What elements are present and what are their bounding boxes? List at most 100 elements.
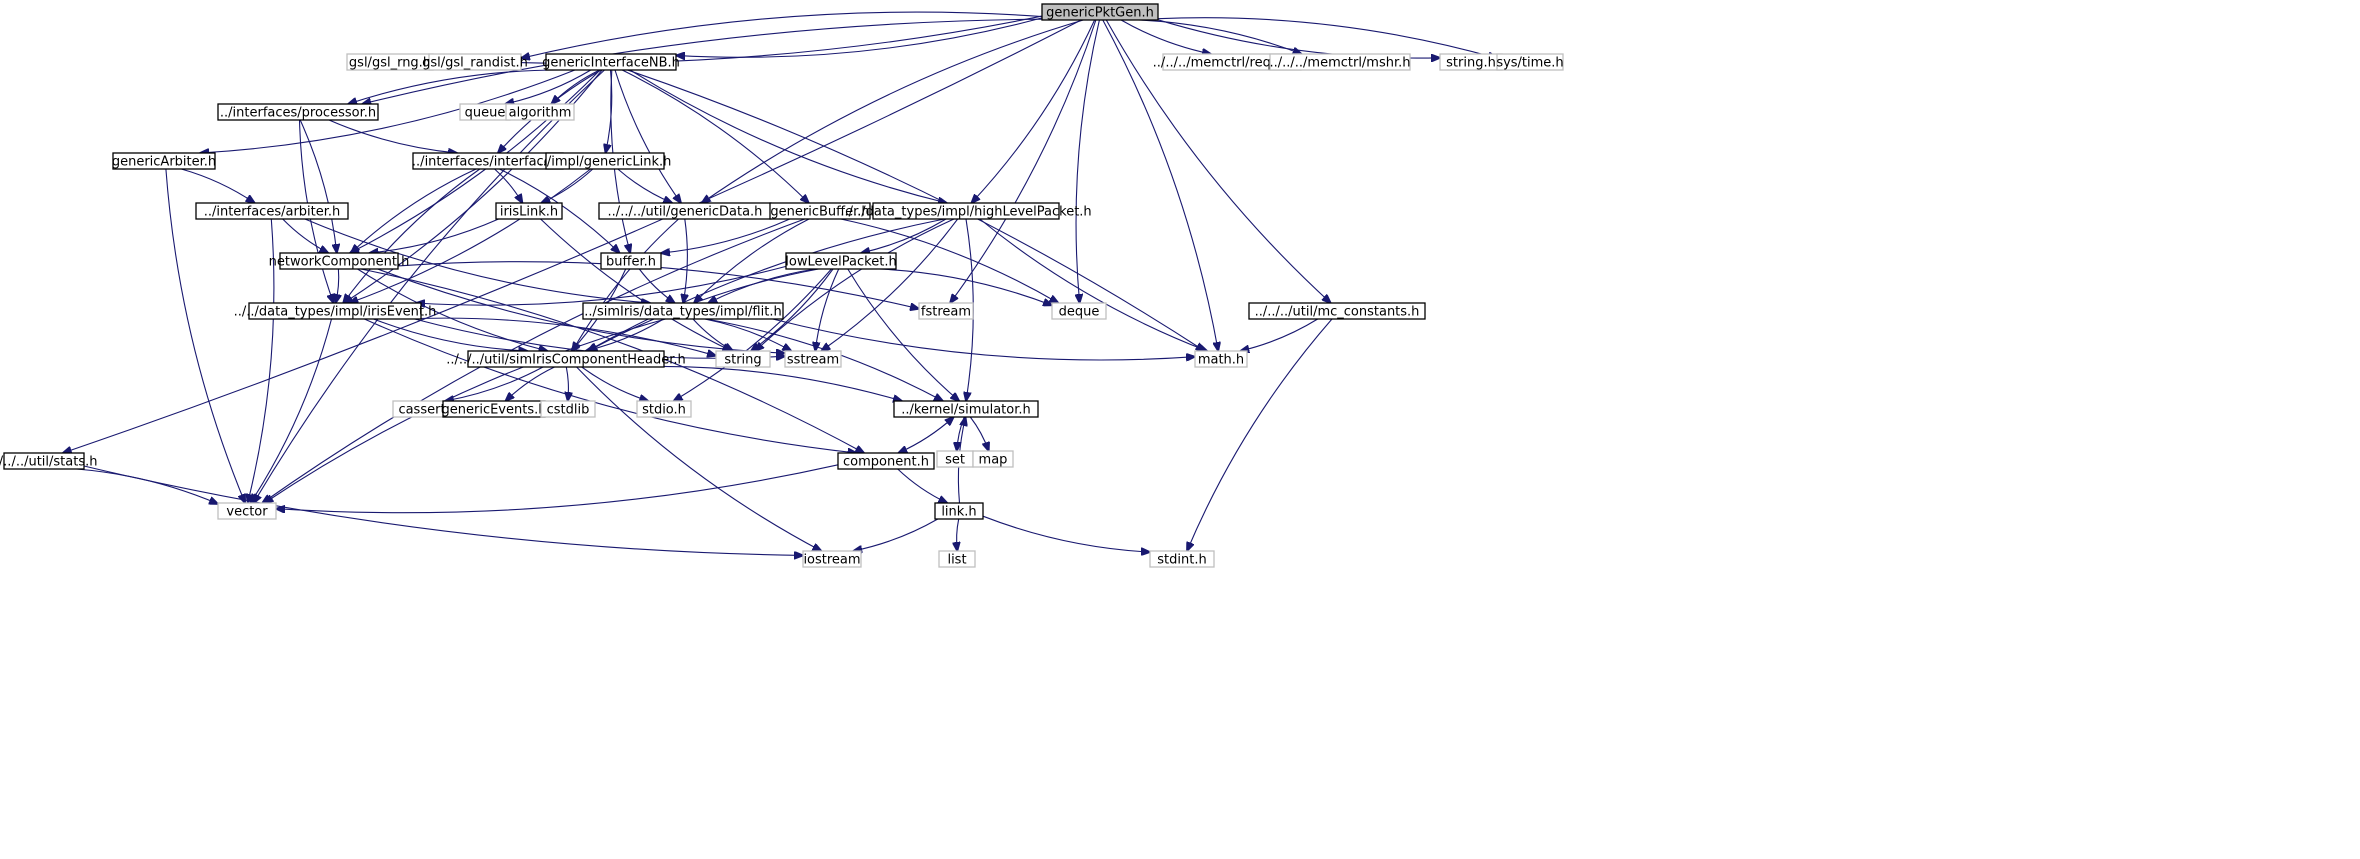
node-flit[interactable]: ../simIris/data_types/impl/flit.h	[582, 302, 784, 320]
edge-highLevelPacket-to-sstream	[821, 218, 959, 351]
edge-genericInterfaceNB-to-genericBuffer	[621, 69, 809, 203]
edge-lowLevelPacket-to-deque	[879, 268, 1052, 305]
node-box	[545, 152, 665, 170]
node-box	[893, 400, 1039, 418]
node-arbiter[interactable]: ../interfaces/arbiter.h	[195, 202, 349, 220]
node-algorithm: algorithm	[505, 103, 575, 121]
node-label: ../interfaces/arbiter.h	[204, 205, 341, 220]
node-label: algorithm	[509, 106, 572, 121]
node-gsl_rng: gsl/gsl_rng.h	[346, 53, 434, 71]
node-box	[1149, 550, 1215, 568]
node-label: genericPktGen.h	[1046, 6, 1154, 21]
edge-highLevelPacket-to-math	[979, 218, 1207, 351]
edge-buffer-to-flit	[638, 268, 674, 303]
edge-genericPktGen-to-string_h	[1157, 19, 1440, 58]
node-label: ../interfaces/processor.h	[220, 106, 376, 121]
edge-link-to-list	[957, 518, 959, 551]
edge-arbiter-to-networkComponent	[282, 218, 329, 253]
edge-genericPktGen-to-mc_constants	[1105, 19, 1330, 303]
node-processor[interactable]: ../interfaces/processor.h	[217, 103, 379, 121]
edge-link-to-iostream	[853, 518, 939, 551]
node-genericEvents[interactable]: genericEvents.h	[442, 400, 547, 418]
node-highLevelPacket[interactable]: ../../data_types/impl/highLevelPacket.h	[840, 202, 1092, 220]
node-box	[217, 103, 379, 121]
node-simIrisComponentHeader[interactable]: ../../../util/simIrisComponentHeader.h	[446, 350, 686, 368]
edge-lowLevelPacket-to-sstream	[815, 268, 840, 351]
node-box	[217, 502, 277, 520]
edge-genericPktGen-to-deque	[1076, 19, 1100, 303]
node-label: networkComponent.h	[269, 255, 410, 270]
node-genericPktGen[interactable]: genericPktGen.h	[1041, 3, 1159, 21]
edge-genericInterfaceNB-to-highLevelPacket	[629, 69, 947, 203]
edge-genericPktGen-to-sys_time	[1157, 17, 1497, 59]
node-label: set	[945, 453, 965, 468]
node-iostream: iostream	[802, 550, 862, 568]
edge-interface-to-buffer	[499, 168, 619, 253]
edge-simIrisComponentHeader-to-cstdlib	[566, 366, 568, 401]
node-genericArbiter[interactable]: genericArbiter.h	[112, 152, 216, 170]
edge-simIrisComponentHeader-to-simulator	[629, 365, 902, 401]
edge-processor-to-interface	[328, 119, 457, 153]
node-box	[467, 350, 665, 368]
node-box	[1194, 350, 1248, 368]
node-simulator[interactable]: ../kernel/simulator.h	[893, 400, 1039, 418]
edge-processor-to-networkComponent	[299, 119, 337, 253]
edge-flit-to-string	[692, 318, 733, 351]
node-label: deque	[1059, 305, 1100, 320]
edge-irisEvent-to-simIrisComponentHeader	[373, 318, 528, 351]
node-box	[1496, 53, 1564, 71]
node-genericBuffer[interactable]: genericBuffer.h	[769, 202, 871, 220]
edge-simIrisComponentHeader-to-genericEvents	[506, 366, 555, 401]
edge-genericPktGen-to-gsl_randist	[521, 11, 1043, 58]
edge-genericPktGen-to-mshr	[1138, 19, 1301, 54]
node-box	[972, 450, 1014, 468]
node-mc_constants[interactable]: ../../../util/mc_constants.h	[1248, 302, 1426, 320]
edge-highLevelPacket-to-lowLevelPacket	[861, 218, 947, 253]
node-label: ../../data_types/impl/irisEvent.h	[234, 305, 437, 320]
edge-genericPktGen-to-processor	[362, 18, 1043, 104]
edge-genericInterfaceNB-to-vector	[254, 69, 605, 503]
node-networkComponent[interactable]: networkComponent.h	[269, 252, 410, 270]
edge-component-to-simulator	[898, 417, 953, 454]
node-label: buffer.h	[606, 255, 656, 270]
edge-simulator-to-component	[898, 416, 955, 453]
edge-lowLevelPacket-to-string	[751, 268, 834, 351]
node-irisLink[interactable]: irisLink.h	[495, 202, 563, 220]
edge-arbiter-to-vector	[248, 218, 275, 503]
node-box	[582, 302, 784, 320]
node-box	[545, 53, 677, 71]
node-genericInterfaceNB[interactable]: genericInterfaceNB.h	[542, 53, 680, 71]
edge-interface-to-networkComponent	[351, 168, 477, 253]
node-label: ../simIris/data_types/impl/flit.h	[584, 305, 781, 320]
node-label: ../impl/genericLink.h	[539, 155, 672, 170]
node-link[interactable]: link.h	[934, 502, 984, 520]
node-genericLink[interactable]: ../impl/genericLink.h	[539, 152, 672, 170]
node-lowLevelPacket[interactable]: lowLevelPacket.h	[785, 252, 897, 270]
edge-irisLink-to-string	[540, 218, 732, 351]
node-component[interactable]: component.h	[837, 452, 935, 470]
node-buffer[interactable]: buffer.h	[600, 252, 662, 270]
node-string: string	[715, 350, 771, 368]
node-label: fstream	[921, 305, 971, 320]
edge-genericPktGen-to-genericInterfaceNB	[676, 17, 1043, 57]
edge-irisEvent-to-component	[364, 318, 856, 453]
node-box	[3, 452, 85, 470]
node-label: ../../../util/stats.h	[0, 455, 97, 470]
node-box	[248, 302, 422, 320]
node-stats[interactable]: ../../../util/stats.h	[0, 452, 97, 470]
edge-layer	[63, 11, 1497, 555]
edge-genericBuffer-to-flit	[694, 218, 810, 303]
node-box	[938, 550, 976, 568]
edge-flit-to-vector	[264, 318, 666, 503]
edge-genericLink-to-irisEvent	[349, 168, 591, 303]
edge-highLevelPacket-to-string	[755, 218, 955, 351]
node-label: vector	[226, 505, 268, 520]
node-mshr: ../../../memctrl/mshr.h	[1269, 53, 1411, 71]
edge-simIrisComponentHeader-to-cassert	[445, 366, 544, 401]
node-genericData[interactable]: ../../../util/genericData.h	[598, 202, 772, 220]
edge-mc_constants-to-stdint	[1187, 318, 1333, 551]
node-label: cstdlib	[547, 403, 590, 418]
node-interface[interactable]: ../interfaces/interface.h	[412, 152, 564, 170]
node-irisEvent[interactable]: ../../data_types/impl/irisEvent.h	[234, 302, 437, 320]
node-label: genericEvents.h	[442, 403, 547, 418]
